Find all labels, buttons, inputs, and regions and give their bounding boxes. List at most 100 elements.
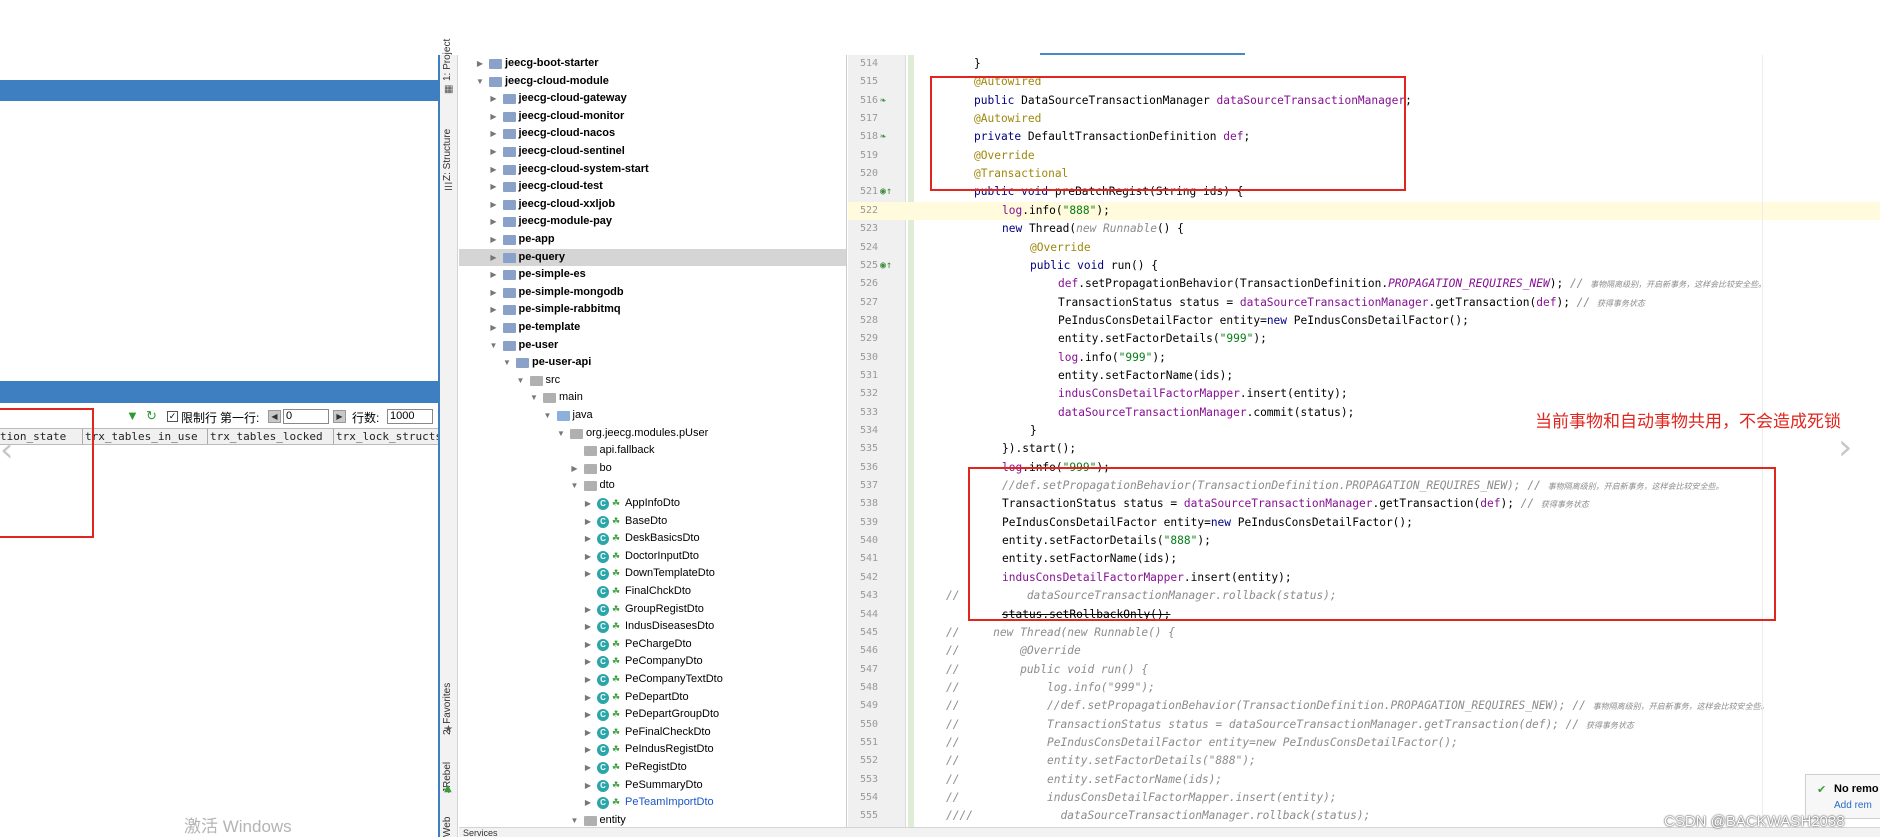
code-line[interactable]: 545// new Thread(new Runnable() { xyxy=(848,624,1880,642)
chevron-right-icon[interactable]: ▶ xyxy=(584,763,592,772)
tree-item[interactable]: ▼pe-user-api xyxy=(459,354,846,372)
tab-web[interactable]: Web xyxy=(442,816,453,837)
override-icon[interactable]: ◉↑ xyxy=(880,259,893,271)
code-line[interactable]: 546// @Override xyxy=(848,642,1880,660)
tree-item[interactable]: ▶jeecg-cloud-monitor xyxy=(459,108,846,126)
tree-item[interactable]: ▶bo xyxy=(459,460,846,478)
code-line[interactable]: 549// //def.setPropagationBehavior(Trans… xyxy=(848,697,1880,715)
tree-item[interactable]: ▶C☘BaseDto xyxy=(459,513,846,531)
chevron-right-icon[interactable]: ▶ xyxy=(490,287,497,297)
tree-item[interactable]: api.fallback xyxy=(459,442,846,460)
tree-item[interactable]: ▼org.jeecg.modules.pUser xyxy=(459,425,846,443)
spring-bean-icon[interactable]: ❧ xyxy=(880,94,887,106)
code-line[interactable]: 518❧private DefaultTransactionDefinition… xyxy=(848,128,1880,146)
tree-item[interactable]: ▶C☘DownTemplateDto xyxy=(459,565,846,583)
code-line[interactable]: 521◉↑public void preBatchRegist(String i… xyxy=(848,183,1880,201)
tree-item[interactable]: ▶jeecg-cloud-test xyxy=(459,178,846,196)
tree-item[interactable]: ▼dto xyxy=(459,477,846,495)
next-page-button[interactable]: ▶ xyxy=(333,410,346,423)
row-count-input[interactable]: 1000 xyxy=(387,409,433,424)
chevron-right-icon[interactable]: ▶ xyxy=(584,622,592,632)
column-divider[interactable] xyxy=(207,429,208,444)
chevron-right-icon[interactable]: › xyxy=(1838,427,1853,468)
chevron-down-icon[interactable]: ▼ xyxy=(476,76,484,86)
chevron-down-icon[interactable]: ▼ xyxy=(543,411,552,420)
column-header[interactable]: trx_tables_locked xyxy=(210,430,323,443)
chevron-right-icon[interactable]: ▶ xyxy=(584,516,592,526)
code-line[interactable]: 525◉↑public void run() { xyxy=(848,257,1880,275)
tree-item[interactable]: ▶C☘AppInfoDto xyxy=(459,495,846,513)
chevron-right-icon[interactable]: ▶ xyxy=(584,569,592,579)
tree-item[interactable]: ▶C☘PeTeamImportDto xyxy=(459,794,846,812)
chevron-right-icon[interactable]: ▶ xyxy=(490,270,497,280)
first-row-input[interactable]: 0 xyxy=(283,409,329,424)
limit-rows-checkbox[interactable]: ✓ xyxy=(167,411,178,422)
chevron-right-icon[interactable]: ▶ xyxy=(584,727,592,737)
notification-link[interactable]: Add rem xyxy=(1834,800,1872,811)
code-line[interactable]: 517@Autowired xyxy=(848,110,1880,128)
chevron-down-icon[interactable]: ▼ xyxy=(516,375,525,385)
tree-item[interactable]: ▶pe-simple-es xyxy=(459,266,846,284)
chevron-left-icon[interactable]: ‹ xyxy=(0,430,14,470)
chevron-down-icon[interactable]: ▼ xyxy=(557,428,565,438)
tree-item[interactable]: ▶C☘DeskBasicsDto xyxy=(459,530,846,548)
chevron-right-icon[interactable]: ▶ xyxy=(571,463,578,473)
tree-item[interactable]: ▶C☘IndusDiseasesDto xyxy=(459,618,846,636)
column-header[interactable]: trx_lock_structs xyxy=(336,430,438,443)
code-line[interactable]: 535}).start(); xyxy=(848,440,1880,458)
chevron-down-icon[interactable]: ▼ xyxy=(530,393,538,403)
code-line[interactable]: 552// entity.setFactorDetails("888"); xyxy=(848,752,1880,770)
tab-project[interactable]: 1: Project xyxy=(442,38,453,81)
tree-item[interactable]: ▶pe-template xyxy=(459,319,846,337)
chevron-right-icon[interactable]: ▶ xyxy=(490,323,497,332)
code-line[interactable]: 543// dataSourceTransactionManager.rollb… xyxy=(848,587,1880,605)
chevron-right-icon[interactable]: ▶ xyxy=(584,499,592,508)
code-line[interactable]: 550// TransactionStatus status = dataSou… xyxy=(848,716,1880,734)
code-line[interactable]: 516❧public DataSourceTransactionManager … xyxy=(848,92,1880,110)
tree-item[interactable]: ▼entity xyxy=(459,812,846,830)
tree-item[interactable]: ▼java xyxy=(459,407,846,425)
chevron-right-icon[interactable]: ▶ xyxy=(584,604,592,614)
tree-item[interactable]: ▶pe-app xyxy=(459,231,846,249)
tree-item[interactable]: ▶pe-query xyxy=(459,248,846,267)
tree-item[interactable]: ▶jeecg-cloud-xxljob xyxy=(459,196,846,214)
column-divider[interactable] xyxy=(82,429,83,444)
tree-item[interactable]: ▶C☘PeDepartDto xyxy=(459,689,846,707)
refresh-icon[interactable]: ↻ xyxy=(146,408,157,423)
spring-bean-icon[interactable]: ❧ xyxy=(880,131,887,143)
code-line[interactable]: 553// entity.setFactorName(ids); xyxy=(848,771,1880,789)
code-line[interactable]: 547// public void run() { xyxy=(848,661,1880,679)
code-line[interactable]: 514} xyxy=(848,55,1880,73)
code-line[interactable]: 534} xyxy=(848,422,1880,440)
tree-item[interactable]: ▼pe-user xyxy=(459,337,846,355)
tree-item[interactable]: ▶C☘PeCompanyDto xyxy=(459,653,846,671)
chevron-right-icon[interactable]: ▶ xyxy=(490,164,497,174)
tree-item[interactable]: ▼main xyxy=(459,389,846,407)
tab-structure[interactable]: Z: Structure xyxy=(442,128,453,181)
code-line[interactable]: 537//def.setPropagationBehavior(Transact… xyxy=(848,477,1880,495)
tree-item[interactable]: ▶jeecg-cloud-gateway xyxy=(459,90,846,108)
chevron-right-icon[interactable]: ▶ xyxy=(490,129,497,139)
column-divider[interactable] xyxy=(333,429,334,444)
code-line[interactable]: 515@Autowired xyxy=(848,73,1880,91)
column-header[interactable]: tion_state xyxy=(0,430,67,443)
tree-item[interactable]: ▶C☘PeCompanyTextDto xyxy=(459,671,846,689)
tree-item[interactable]: ▶C☘GroupRegistDto xyxy=(459,601,846,619)
tree-item[interactable]: ▶C☘PeChargeDto xyxy=(459,636,846,654)
chevron-right-icon[interactable]: ▶ xyxy=(584,780,592,790)
tree-item[interactable]: ▼src xyxy=(459,372,846,390)
chevron-right-icon[interactable]: ▶ xyxy=(584,745,592,755)
tree-item[interactable]: ▶C☘PeDepartGroupDto xyxy=(459,706,846,724)
